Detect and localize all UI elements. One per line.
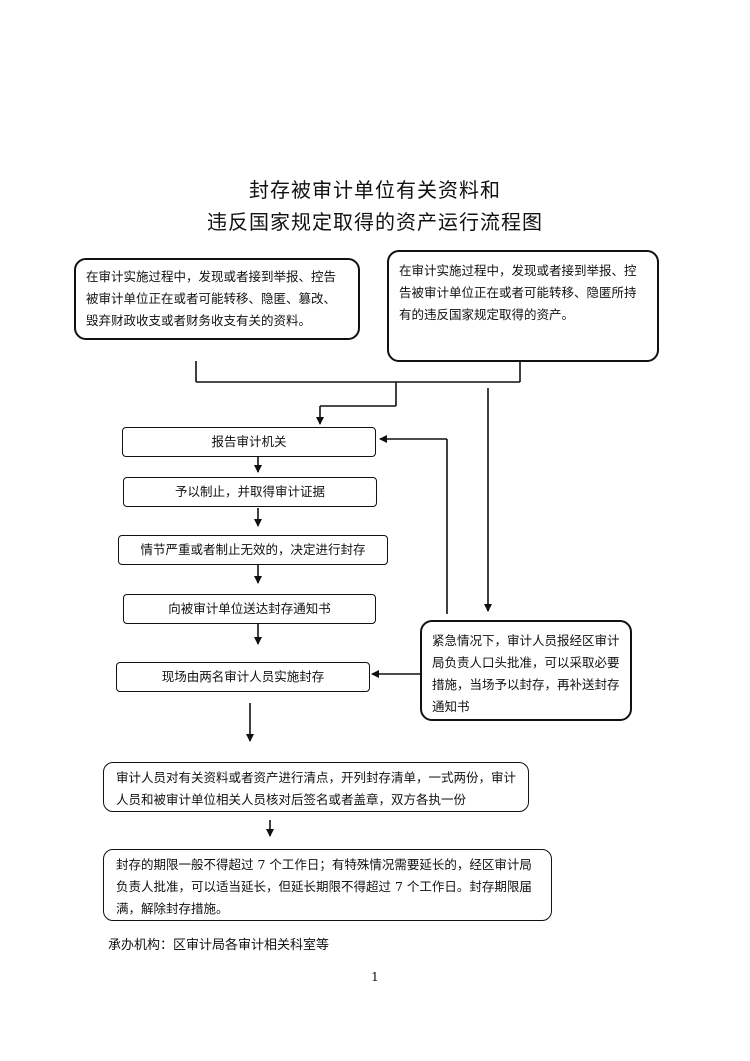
chart-title-line-1: 封存被审计单位有关资料和 [249,178,501,202]
step-deliver-seal-notice: 向被审计单位送达封存通知书 [123,594,376,624]
seal-period-box: 封存的期限一般不得超过 7 个工作日；有特殊情况需要延长的，经区审计局负责人批准… [103,849,552,921]
chart-title-line-2: 违反国家规定取得的资产运行流程图 [207,210,543,234]
page-number: 1 [371,970,379,984]
step-report-audit-authority: 报告审计机关 [122,427,376,457]
left-trigger-box: 在审计实施过程中，发现或者接到举报、控告被审计单位正在或者可能转移、隐匿、篡改、… [74,258,360,340]
emergency-procedure-box: 紧急情况下，审计人员报经区审计局负责人口头批准，可以采取必要措施，当场予以封存，… [420,620,632,721]
step-stop-and-gather-evidence: 予以制止，并取得审计证据 [123,477,377,507]
right-trigger-box: 在审计实施过程中，发现或者接到举报、控告被审计单位正在或者可能转移、隐匿所持有的… [387,250,659,362]
responsible-agency-note: 承办机构：区审计局各审计相关科室等 [108,938,330,953]
step-onsite-sealing: 现场由两名审计人员实施封存 [116,662,370,692]
inventory-list-box: 审计人员对有关资料或者资产进行清点，开列封存清单，一式两份，审计人员和被审计单位… [103,762,529,812]
step-decide-seal: 情节严重或者制止无效的，决定进行封存 [118,535,388,565]
